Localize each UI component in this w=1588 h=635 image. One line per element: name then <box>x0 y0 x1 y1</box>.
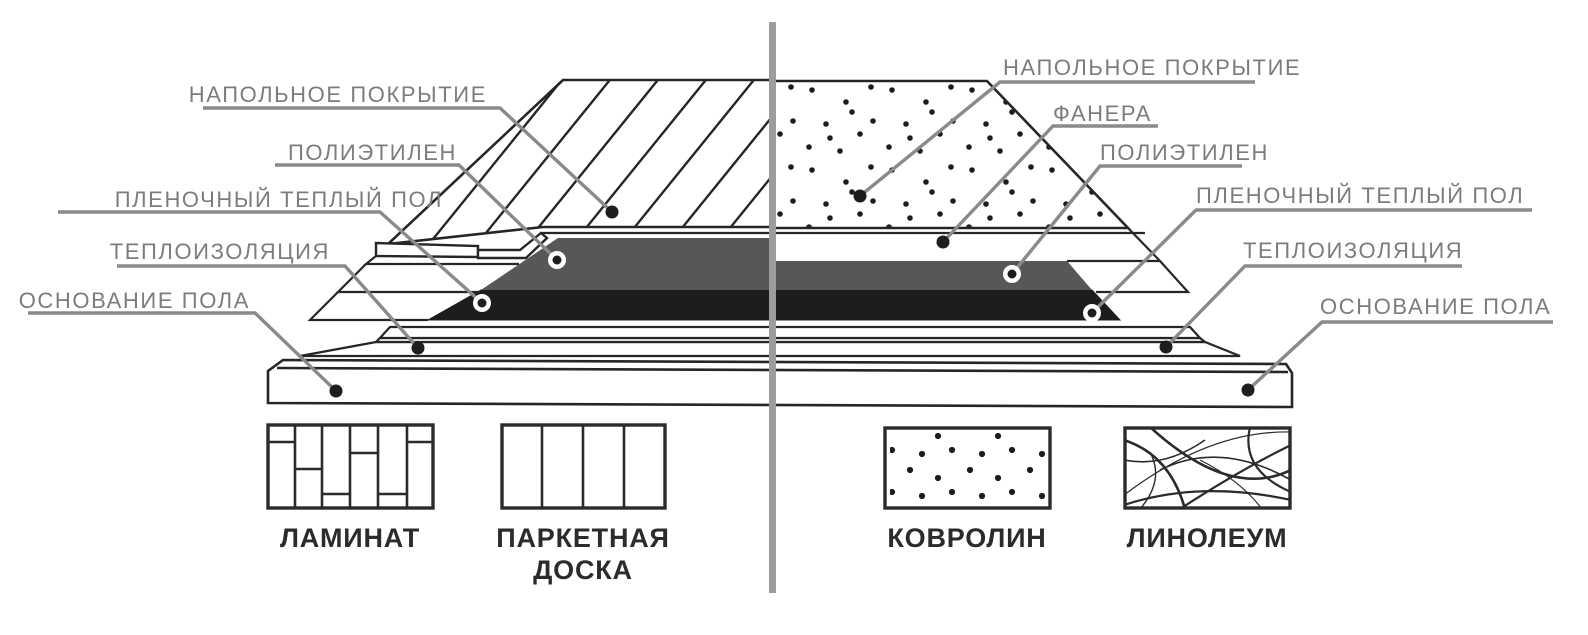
leader-right-heating-film <box>1090 208 1532 315</box>
polyethylene-layer-right <box>772 261 1092 290</box>
callout-label-polyethylene-right: ПОЛИЭТИЛЕН <box>1100 140 1269 165</box>
leader-left-floor-covering <box>203 106 614 214</box>
legend-label-laminate: ЛАМИНАТ <box>279 523 421 553</box>
callout-label-insulation-right: ТЕПЛОИЗОЛЯЦИЯ <box>1243 238 1464 263</box>
legend-parquet-swatch <box>500 423 667 510</box>
legend-linoleum-swatch <box>1123 426 1292 510</box>
leader-left-insulation <box>117 264 420 350</box>
polyethylene-fold-detail <box>374 231 549 260</box>
callout-label-plywood-right: ФАНЕРА <box>1053 101 1152 126</box>
legend-label-parquet: ПАРКЕТНАЯ ДОСКА <box>496 523 670 586</box>
leader-right-insulation <box>1164 264 1462 349</box>
callout-label-floor-covering-right: НАПОЛЬНОЕ ПОКРЫТИЕ <box>1003 55 1302 80</box>
leader-right-floor-base <box>1246 320 1553 392</box>
legend-carpet-swatch <box>883 426 1052 510</box>
callout-label-heating-film-right: ПЛЕНОЧНЫЙ ТЕПЛЫЙ ПОЛ <box>1196 183 1525 208</box>
callout-label-insulation-left: ТЕПЛОИЗОЛЯЦИЯ <box>109 239 330 264</box>
callout-label-floor-base-left: ОСНОВАНИЕ ПОЛА <box>18 288 250 313</box>
center-divider <box>769 22 776 593</box>
callout-label-polyethylene-left: ПОЛИЭТИЛЕН <box>288 140 457 165</box>
leader-right-polyethylene <box>1010 164 1242 276</box>
floor-base-layer <box>266 358 1294 409</box>
callout-leader-lines <box>28 80 1553 393</box>
ring-markers <box>473 251 1101 322</box>
legend-laminate-swatch <box>266 423 435 510</box>
leader-left-floor-base <box>28 311 338 393</box>
leader-left-heating-film <box>58 210 484 305</box>
callout-label-floor-covering-left: НАПОЛЬНОЕ ПОКРЫТИЕ <box>188 82 487 107</box>
dot-markers <box>329 189 1255 398</box>
layer-step-edges <box>307 227 1191 322</box>
polyethylene-layer-left <box>481 238 772 290</box>
callout-markers <box>329 189 1255 398</box>
leader-left-polyethylene <box>275 163 559 262</box>
callout-label-heating-film-left: ПЛЕНОЧНЫЙ ТЕПЛЫЙ ПОЛ <box>114 187 443 212</box>
leader-right-floor-covering <box>858 80 1255 198</box>
legend-label-linoleum: ЛИНОЛЕУМ <box>1126 523 1288 553</box>
leader-right-plywood <box>941 124 1158 244</box>
legend-label-carpet: КОВРОЛИН <box>887 523 1047 553</box>
callout-label-floor-base-right: ОСНОВАНИЕ ПОЛА <box>1320 294 1552 319</box>
